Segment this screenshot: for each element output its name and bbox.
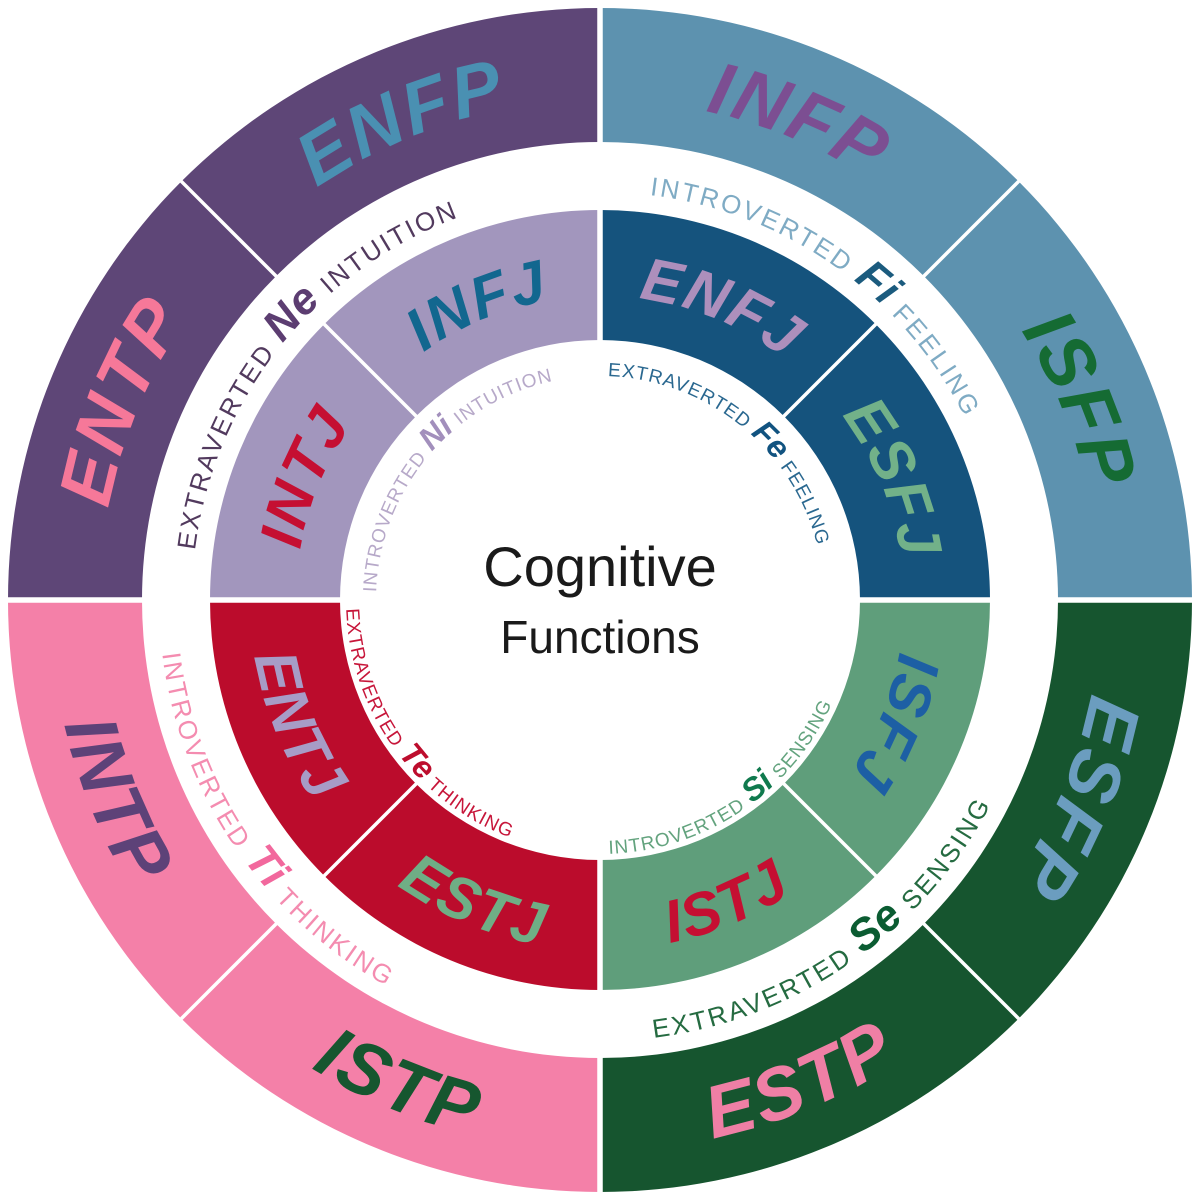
segment-divider	[779, 177, 1023, 421]
center-title-line1: Cognitive	[483, 535, 716, 598]
band-function-code: Fi	[847, 250, 911, 314]
outer-ring-intuition	[8, 8, 600, 600]
outer-ring-sensing	[600, 600, 1192, 1192]
outer-ring-thinking	[8, 600, 600, 1192]
outer-ring-feeling	[600, 8, 1192, 600]
segment-divider	[177, 779, 421, 1023]
segment-divider	[177, 177, 421, 421]
segment-divider	[779, 779, 1023, 1023]
center-title-line2: Functions	[500, 611, 699, 663]
band-function-word: FEELING	[776, 457, 833, 547]
